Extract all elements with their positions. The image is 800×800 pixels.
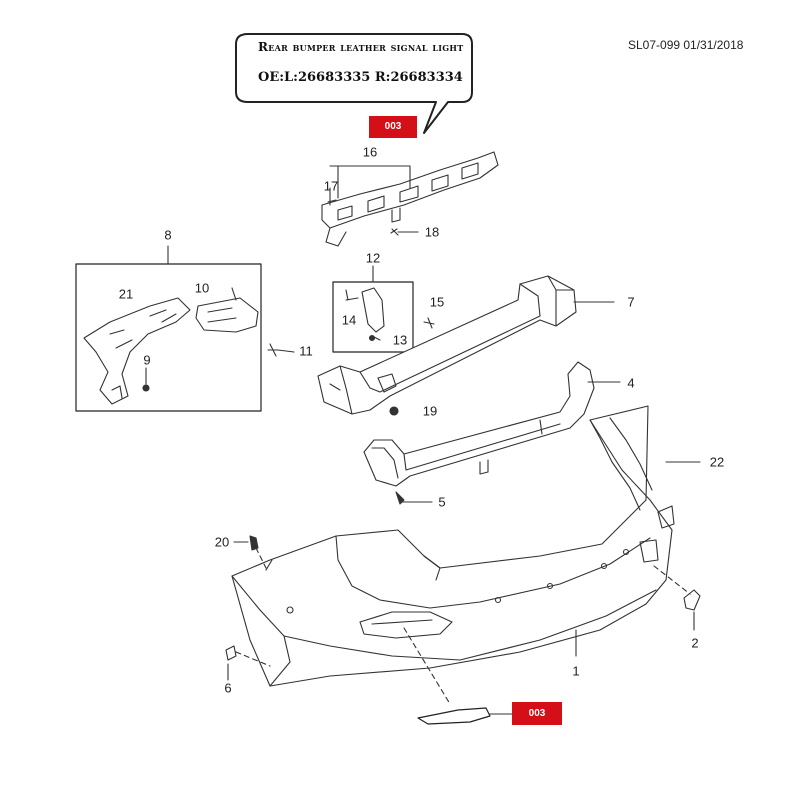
callout-12: 12: [365, 250, 381, 266]
callout-20: 20: [214, 534, 230, 550]
signal-light-lens: [417, 707, 491, 725]
oe-part-numbers: OE:L:26683335 R:26683334: [258, 70, 463, 85]
document-id: SL07-099 01/31/2018: [628, 38, 744, 52]
callout-11: 11: [299, 343, 313, 359]
callout-5: 5: [438, 494, 446, 510]
part-6-clip: [225, 645, 237, 661]
part-10-clip-bracket: [195, 287, 259, 333]
part-4-energy-absorber: [363, 361, 595, 487]
part-19-nut: [389, 406, 399, 416]
signal-light-dashed: [403, 627, 451, 705]
part-16-bracket-line: [329, 165, 411, 199]
callout-7: 7: [627, 294, 635, 310]
part-16-upper-bracket: [321, 151, 499, 247]
part-15-screw: [423, 317, 435, 329]
part-11-fastener: [267, 343, 295, 357]
part-9-nut: [142, 384, 150, 392]
callout-15: 15: [429, 294, 445, 310]
callout-14: 14: [341, 312, 357, 328]
part-6-dashed: [235, 651, 271, 667]
callout-4: 4: [627, 375, 635, 391]
part-21-side-bracket: [83, 297, 191, 405]
callout-22: 22: [709, 454, 725, 470]
part-2-dashed: [653, 565, 691, 595]
part-2-cover: [683, 589, 701, 611]
callout-13: 13: [392, 332, 408, 348]
part-1-bumper-fascia: [231, 405, 675, 687]
part-7-impact-beam: [317, 275, 577, 415]
part-tag-bottom: 003: [512, 702, 562, 725]
callout-16: 16: [362, 144, 378, 160]
callout-17: 17: [323, 178, 339, 194]
callout-8: 8: [164, 227, 172, 243]
callout-21: 21: [118, 286, 134, 302]
part-tag-top: 003: [369, 116, 417, 138]
callout-2: 2: [691, 635, 699, 651]
speech-bubble: [235, 33, 473, 134]
callout-9: 9: [143, 352, 151, 368]
part-14-bracket: [361, 287, 385, 333]
callout-19: 19: [422, 403, 438, 419]
part-18-screw: [390, 228, 399, 236]
bubble-title: Rear bumper leather signal light: [258, 40, 464, 54]
part-20-dashed: [255, 547, 267, 569]
callout-6: 6: [224, 680, 232, 696]
part-13-nut: [368, 334, 376, 342]
callout-18: 18: [424, 224, 440, 240]
callout-10: 10: [194, 280, 210, 296]
callout-1: 1: [572, 663, 580, 679]
part-20-clip: [249, 535, 259, 551]
part-14-stud: [345, 289, 359, 301]
